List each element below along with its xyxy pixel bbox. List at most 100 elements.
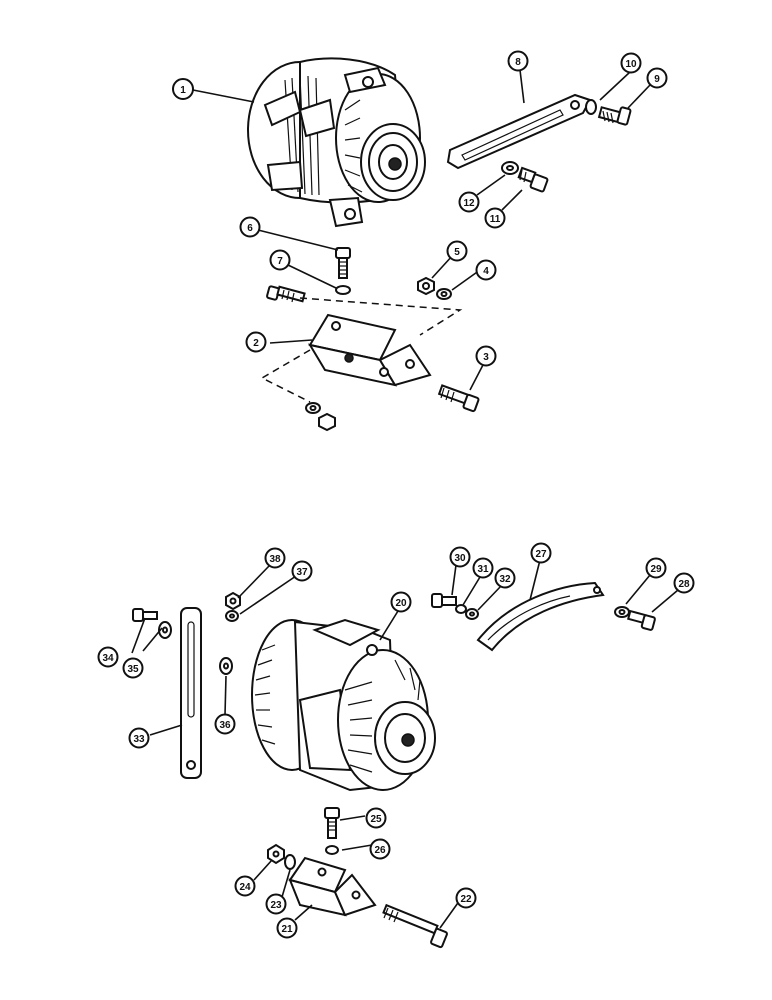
callout-34: 34 [97, 646, 119, 668]
svg-text:37: 37 [296, 567, 308, 578]
callout-20: 20 [390, 591, 412, 613]
callout-29: 29 [645, 557, 667, 579]
bolt-34 [132, 608, 158, 622]
washer-lower-left [305, 402, 321, 414]
lockwasher-7 [335, 285, 351, 295]
washer-4 [436, 288, 452, 300]
svg-text:10: 10 [625, 59, 637, 70]
svg-text:26: 26 [374, 845, 386, 856]
svg-text:4: 4 [483, 266, 489, 277]
lower-assembly: 38 37 30 31 32 27 29 28 20 34 35 36 33 2… [97, 542, 695, 949]
callout-8: 8 [507, 50, 529, 72]
callout-23: 23 [265, 893, 287, 915]
upper-assembly: 1 8 10 9 12 11 6 7 5 4 2 3 [172, 50, 668, 432]
lockwasher-23 [284, 854, 296, 870]
svg-text:28: 28 [678, 579, 690, 590]
curved-strap [476, 581, 605, 652]
svg-text:27: 27 [535, 549, 547, 560]
adjusting-strap-upper [446, 93, 592, 170]
callout-4: 4 [475, 259, 497, 281]
bolt-3 [437, 384, 480, 413]
bolt-6 [335, 247, 351, 279]
svg-text:35: 35 [127, 664, 139, 675]
callout-11: 11 [484, 207, 506, 229]
callout-35: 35 [122, 657, 144, 679]
bolt-22 [382, 903, 448, 949]
lockwasher-10 [585, 99, 597, 115]
washer-29 [614, 606, 630, 618]
callout-30: 30 [449, 546, 471, 568]
svg-text:23: 23 [270, 900, 282, 911]
svg-text:11: 11 [490, 214, 501, 225]
guide-line-lower [260, 349, 311, 403]
callout-12: 12 [458, 191, 480, 213]
bolt-28 [627, 609, 656, 631]
svg-text:32: 32 [499, 574, 511, 585]
washer-31 [455, 604, 467, 614]
callout-7: 7 [269, 249, 291, 271]
svg-text:25: 25 [370, 814, 382, 825]
svg-text:38: 38 [269, 554, 281, 565]
washer-36 [219, 657, 233, 675]
alternator-lower [251, 618, 436, 792]
lockwasher-26 [325, 845, 339, 855]
callout-26: 26 [369, 838, 391, 860]
callout-33: 33 [128, 727, 150, 749]
mounting-bracket-lower [288, 856, 377, 917]
nut-5 [417, 276, 435, 296]
callout-32: 32 [494, 567, 516, 589]
svg-text:29: 29 [650, 564, 662, 575]
callout-9: 9 [646, 67, 668, 89]
svg-text:31: 31 [477, 564, 489, 575]
washer-32 [465, 608, 479, 620]
svg-text:36: 36 [219, 720, 231, 731]
callout-37: 37 [291, 560, 313, 582]
callout-2: 2 [245, 331, 267, 353]
washer-35 [158, 621, 172, 639]
callout-1: 1 [172, 78, 194, 100]
svg-text:7: 7 [277, 256, 283, 267]
svg-text:30: 30 [454, 553, 466, 564]
callout-10: 10 [620, 52, 642, 74]
svg-text:8: 8 [515, 57, 521, 68]
nut-38 [225, 591, 241, 611]
bolt-9 [597, 106, 632, 126]
callout-3: 3 [475, 345, 497, 367]
svg-text:1: 1 [180, 85, 186, 96]
callout-24: 24 [234, 875, 256, 897]
callout-25: 25 [365, 807, 387, 829]
bolt-30 [431, 593, 457, 608]
svg-text:3: 3 [483, 352, 489, 363]
svg-text:20: 20 [395, 598, 407, 609]
nut-24 [267, 843, 285, 865]
straight-strap [180, 607, 202, 779]
svg-text:2: 2 [253, 338, 259, 349]
washer-37 [225, 610, 239, 622]
bolt-upper-left [266, 285, 306, 303]
nut-lower-left [318, 412, 336, 432]
callout-27: 27 [530, 542, 552, 564]
svg-text:21: 21 [281, 924, 293, 935]
callout-21: 21 [276, 917, 298, 939]
svg-text:33: 33 [133, 734, 145, 745]
callout-22: 22 [455, 887, 477, 909]
guide-line-upper [299, 297, 463, 336]
callout-5: 5 [446, 240, 468, 262]
alternator-upper [247, 57, 426, 228]
svg-text:34: 34 [102, 653, 114, 664]
callout-36: 36 [214, 713, 236, 735]
callout-6: 6 [239, 216, 261, 238]
svg-text:24: 24 [239, 882, 251, 893]
svg-text:9: 9 [654, 74, 660, 85]
leader-lines-lower [131, 559, 679, 929]
bolt-11 [517, 166, 549, 193]
callout-31: 31 [472, 557, 494, 579]
mounting-bracket-upper [307, 313, 432, 387]
callout-38: 38 [264, 547, 286, 569]
svg-text:6: 6 [247, 223, 253, 234]
bolt-25 [324, 807, 340, 839]
callout-28: 28 [673, 572, 695, 594]
svg-text:12: 12 [463, 198, 475, 209]
svg-text:5: 5 [454, 247, 460, 258]
